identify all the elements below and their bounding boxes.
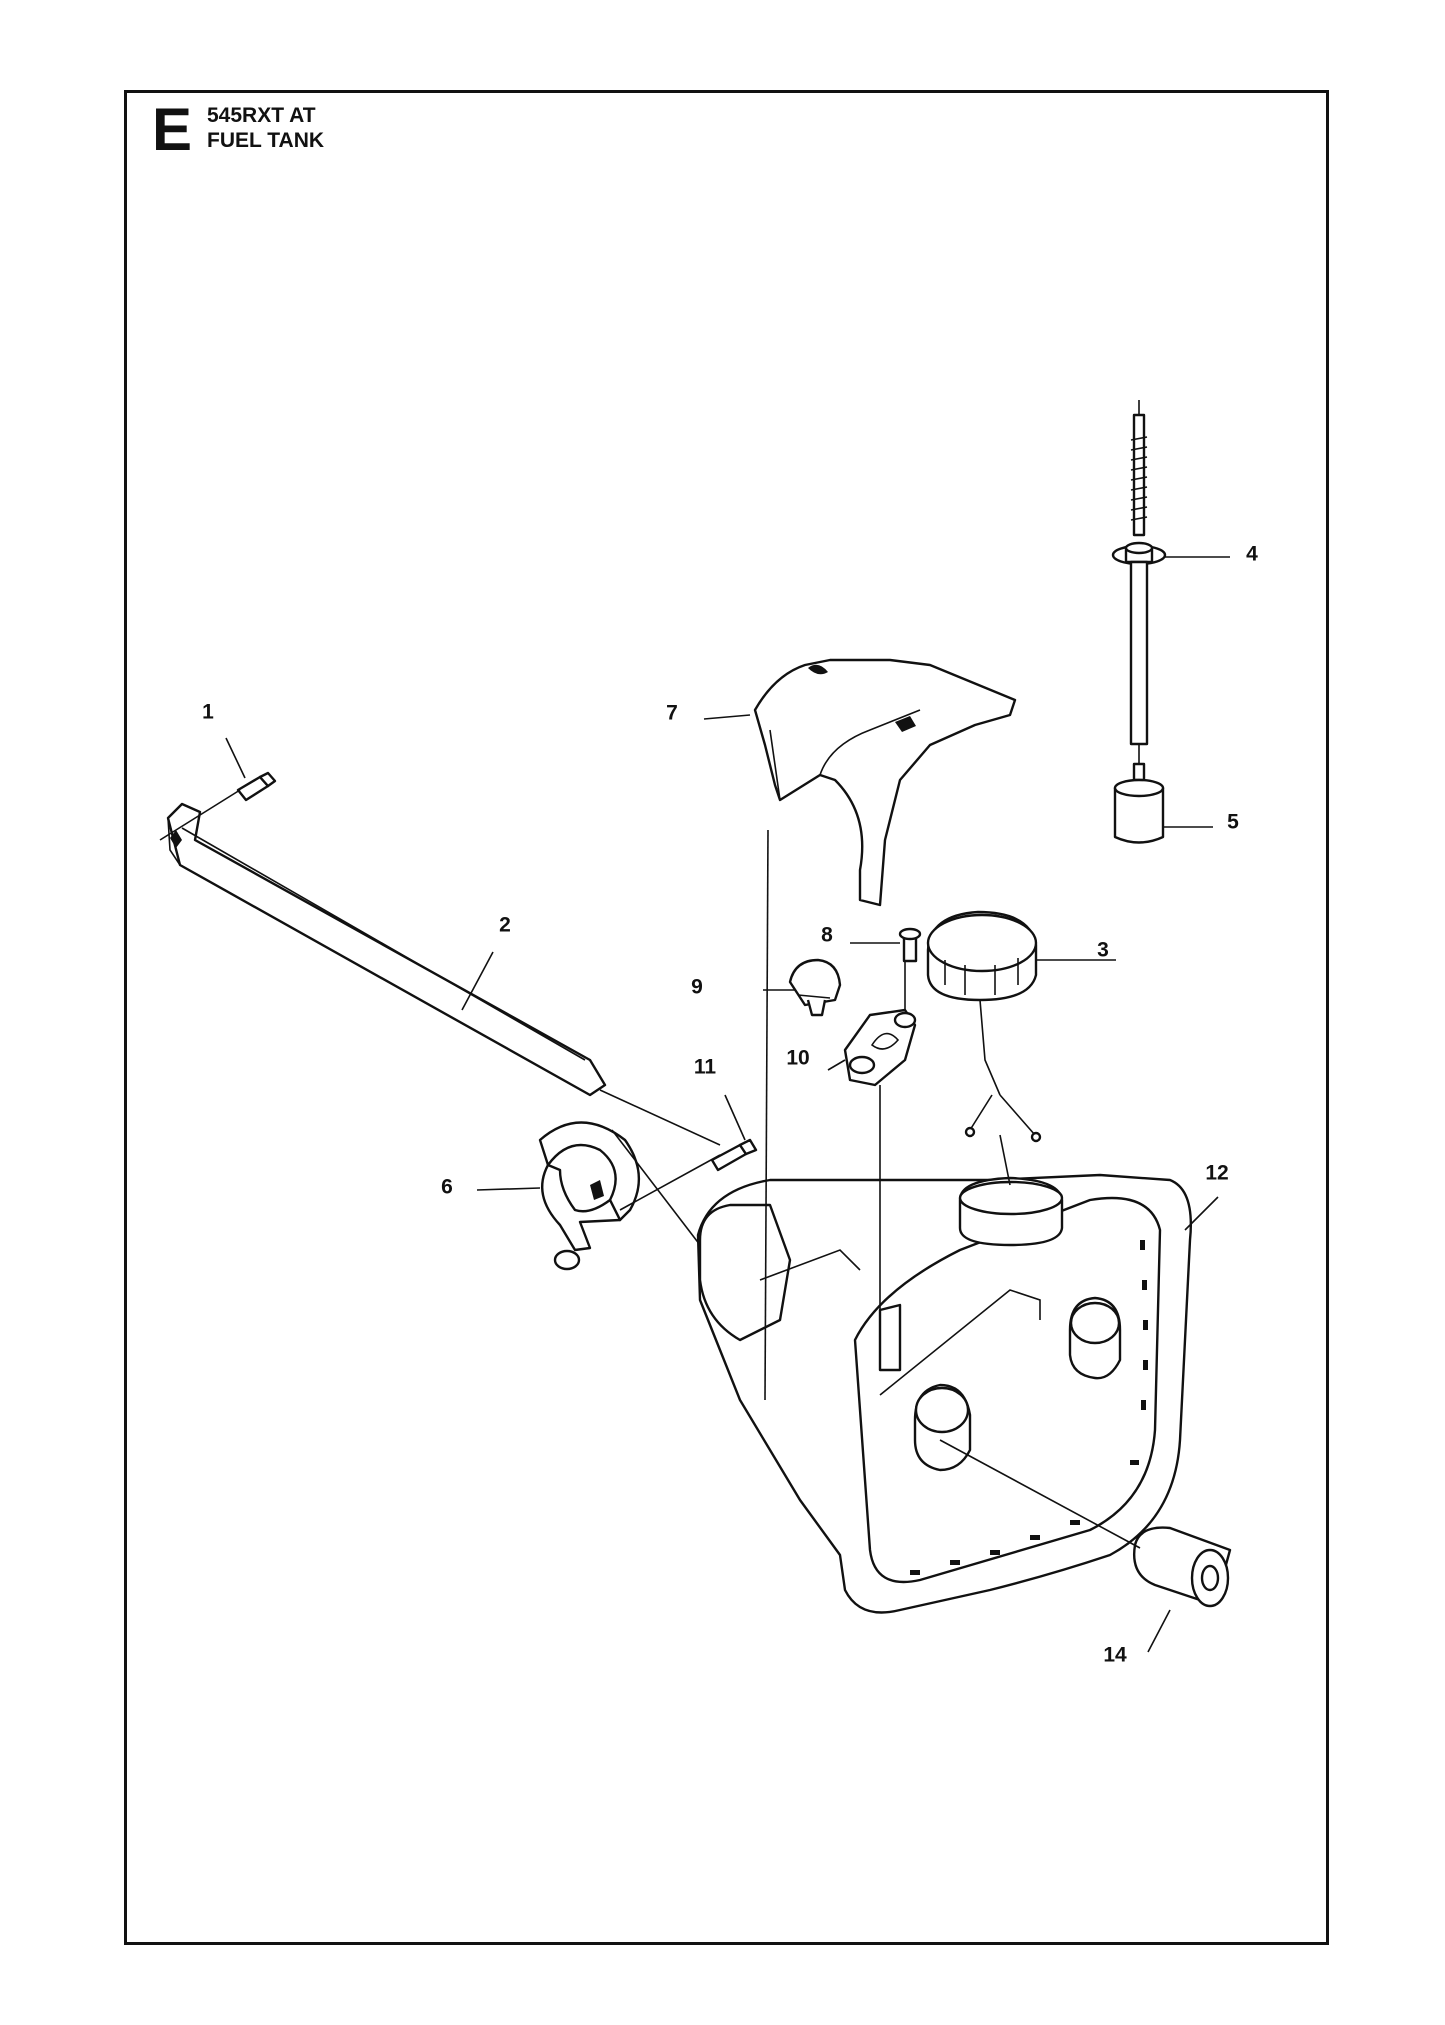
part-2-bracket xyxy=(166,802,607,1097)
part-5-fuel-filter xyxy=(1113,762,1165,844)
part-12-fuel-tank xyxy=(696,1173,1192,1614)
callout-7: 7 xyxy=(666,701,678,725)
part-14-damper xyxy=(1133,1526,1232,1608)
callout-12: 12 xyxy=(1205,1161,1229,1185)
callout-8: 8 xyxy=(821,923,833,947)
callout-3: 3 xyxy=(1097,938,1109,962)
diagram-title: 545RXT AT FUEL TANK xyxy=(207,103,324,153)
assembly-name: FUEL TANK xyxy=(207,129,325,152)
part-3-fuel-cap xyxy=(926,910,1042,1143)
part-6-clamp xyxy=(538,1121,641,1271)
callout-5: 5 xyxy=(1227,810,1239,834)
drawing-frame xyxy=(124,90,1329,1945)
model-name: 545RXT AT xyxy=(207,104,316,127)
part-10-primer-holder xyxy=(843,1008,917,1087)
callout-1: 1 xyxy=(202,700,214,724)
callout-6: 6 xyxy=(441,1175,453,1199)
section-letter: E xyxy=(152,96,193,163)
part-1-screw xyxy=(236,771,277,802)
callout-4: 4 xyxy=(1246,542,1258,566)
callout-9: 9 xyxy=(691,975,703,999)
part-8-screw xyxy=(898,927,922,963)
part-11-screw xyxy=(710,1138,758,1172)
part-9-primer xyxy=(788,958,842,1017)
part-7-cover xyxy=(753,658,1017,907)
callout-11: 11 xyxy=(693,1055,717,1079)
part-4-fuel-pipe xyxy=(1111,400,1167,746)
callout-2: 2 xyxy=(499,913,511,937)
leader-lines xyxy=(159,556,1230,1653)
callout-10: 10 xyxy=(786,1046,810,1070)
callout-14: 14 xyxy=(1103,1643,1127,1667)
